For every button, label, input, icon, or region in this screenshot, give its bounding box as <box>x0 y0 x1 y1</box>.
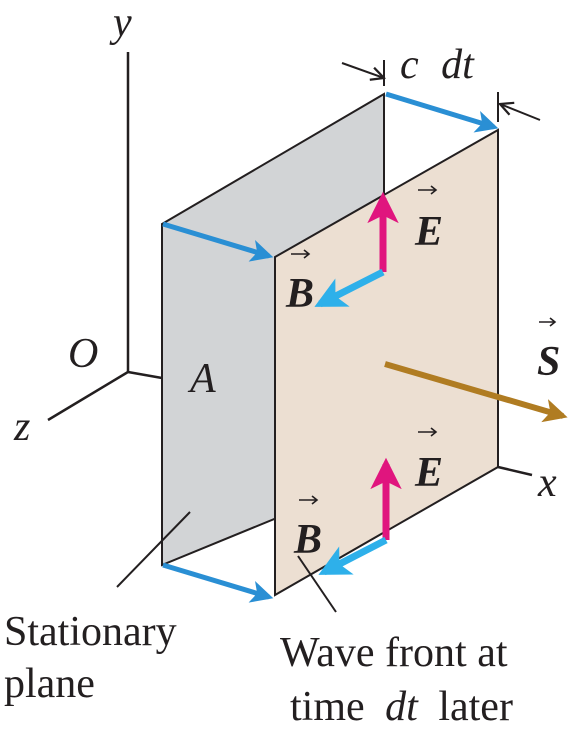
width-label-c: c <box>400 42 419 88</box>
b-field-arrow-bottom <box>318 536 388 576</box>
dimension-arrow-right <box>500 104 541 121</box>
x-axis-inner <box>127 370 163 380</box>
axis-x-label: x <box>537 460 557 506</box>
x-axis <box>497 465 533 477</box>
b-field-label-bottom: B <box>293 517 322 563</box>
displacement-arrow-mid <box>162 221 274 262</box>
stationary-label-line1: Stationary <box>4 609 177 655</box>
axis-y-label: y <box>109 0 132 46</box>
e-field-label-top: E <box>414 209 443 255</box>
z-axis <box>47 370 129 422</box>
poynting-label: S <box>537 339 560 385</box>
wavefront-label-later: later <box>438 684 513 730</box>
wavefront-label-dt: dt <box>385 684 419 730</box>
stationary-leader-line <box>116 511 191 588</box>
width-label: c dt <box>400 42 475 88</box>
dimension-arrow-left <box>341 62 384 78</box>
width-label-dt: dt <box>441 42 475 88</box>
wavefront-label-line2: time dt later <box>290 684 513 730</box>
area-label: A <box>187 356 216 402</box>
b-field-arrow-top <box>314 268 385 308</box>
origin-label: O <box>68 331 98 377</box>
wavefront-label-time: time <box>290 684 365 730</box>
vector-symbol-arrows <box>291 185 557 505</box>
wavefront-leader-line <box>297 555 337 613</box>
displacement-arrow-top <box>385 91 499 133</box>
b-field-label-top: B <box>285 271 314 317</box>
stationary-label-line2: plane <box>4 661 95 707</box>
e-field-label-bottom: E <box>414 450 443 496</box>
poynting-arrow <box>384 361 568 423</box>
axis-z-label: z <box>13 404 30 450</box>
displacement-arrow-bottom <box>162 562 274 603</box>
wavefront-label-line1: Wave front at <box>280 630 508 676</box>
